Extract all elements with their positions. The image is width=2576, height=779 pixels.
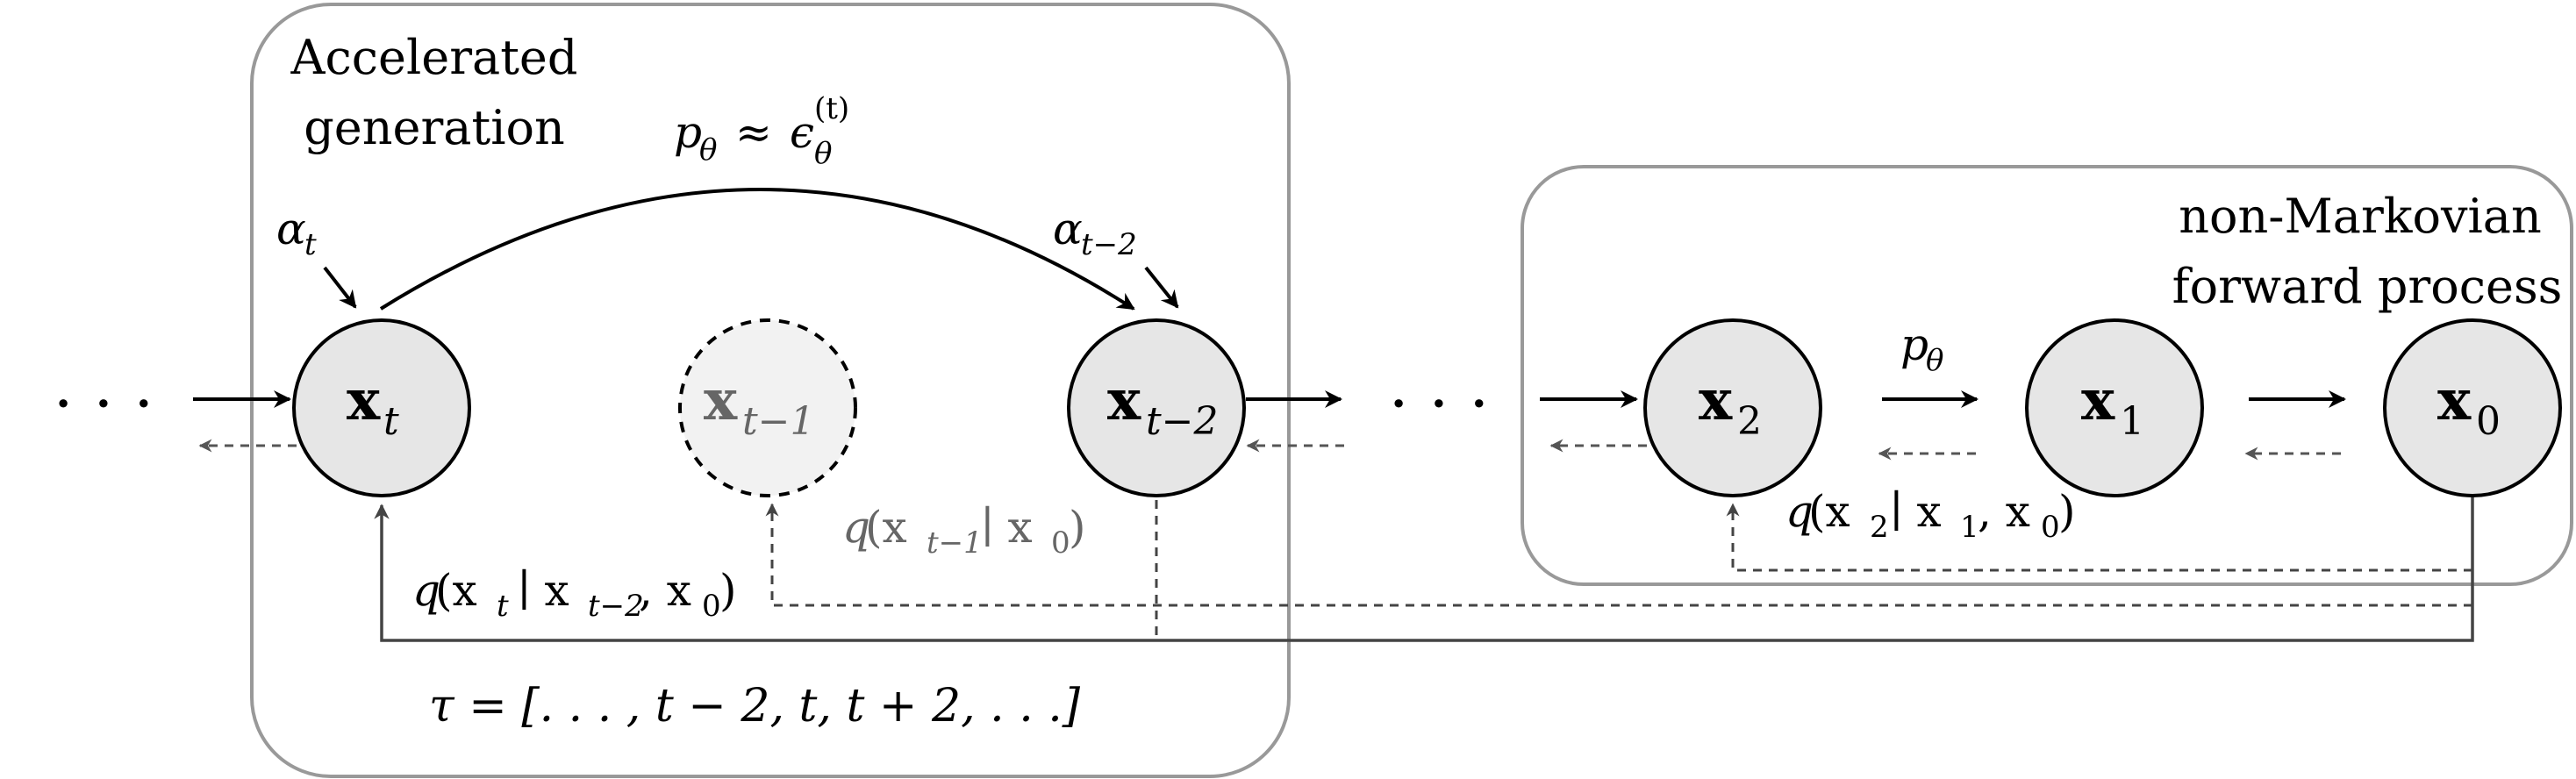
node-xt2-sub: t−2 (1146, 399, 1219, 444)
q-xt1-sub: t−1 (927, 525, 983, 561)
node-x2: x 2 (1643, 318, 1822, 497)
arrow-alpha-t (323, 266, 357, 309)
p-symbol: p (674, 107, 702, 158)
forward-process-box (1521, 165, 2573, 586)
alpha-t-base: α (276, 204, 306, 254)
label-alpha-t2: α t−2 (1053, 204, 1137, 262)
node-xt2-base: x (1107, 368, 1141, 433)
alpha-t2-base: α (1053, 204, 1083, 254)
label-q-x2: q (x 2 ∣ x 1 , x 0 ) (1785, 486, 2076, 545)
q-x2-sub-2: 2 (1870, 510, 1889, 545)
node-x1-sub: 1 (2120, 399, 2144, 444)
arrow-alpha-t2 (1144, 266, 1179, 309)
p-theta-base: p (1900, 319, 1928, 370)
q-xt-close: ) (719, 565, 737, 616)
accelerated-title-line1: Accelerated (290, 30, 578, 85)
q-x2-mid: , x (1978, 486, 2030, 537)
node-x0-sub: 0 (2476, 399, 2501, 444)
node-x1-base: x (2081, 368, 2115, 433)
alpha-t2-sub: t−2 (1081, 227, 1137, 262)
q-x2-sub-0: 0 (2041, 510, 2060, 545)
q-xt1-sub-0: 0 (1051, 525, 1070, 561)
approx-symbol: ≈ (735, 107, 772, 158)
label-alpha-t: α t (276, 204, 317, 262)
q-xt-sub-t: t (497, 589, 509, 624)
label-q-xt: q (x t ∣ x t−2 , x 0 ) (412, 565, 737, 624)
label-q-xt1: q (x t−1 ∣ x 0 ) (842, 502, 1086, 561)
connector-x0-to-xt (374, 491, 2474, 642)
q-xt-bar: ∣ x (518, 565, 569, 616)
q-xt-sub-0: 0 (702, 589, 721, 624)
epsilon-sub: θ (814, 136, 832, 171)
node-xt1: x t−1 (678, 318, 857, 497)
ellipsis-left: · · · (54, 367, 154, 440)
label-p-theta-approx-eps: p θ ≈ ϵ (t) θ (674, 91, 849, 171)
q-xt1-open: (x (865, 502, 907, 553)
epsilon-symbol: ϵ (790, 107, 814, 158)
q-xt1-q: q (842, 502, 870, 553)
accelerated-title-line2: generation (304, 100, 565, 155)
q-xt1-close: ) (1069, 502, 1086, 553)
ellipsis-middle: · · · (1389, 367, 1489, 440)
node-x0: x 0 (2383, 318, 2562, 497)
tau-schedule-label: τ = [. . . , t − 2, t, t + 2, . . .] (429, 680, 1081, 733)
forward-title-line2: forward process (2172, 259, 2563, 314)
node-x0-base: x (2437, 368, 2472, 433)
node-xt: x t (292, 318, 471, 497)
node-x2-base: x (1699, 368, 1733, 433)
p-theta-sub: θ (699, 132, 717, 168)
node-xt1-base: x (704, 368, 738, 433)
q-x2-open: (x (1808, 486, 1850, 537)
node-xt-sub: t (383, 399, 399, 444)
q-x2-bar: ∣ x (1890, 486, 1942, 537)
node-x1: x 1 (2025, 318, 2204, 497)
node-xt2: x t−2 (1067, 318, 1246, 497)
p-theta-sub-small: θ (1926, 343, 1943, 378)
q-xt1-bar: ∣ x (981, 502, 1033, 553)
q-x2-q: q (1785, 486, 1814, 537)
accelerated-generation-box (250, 3, 1291, 778)
forward-title-line1: non-Markovian (2179, 189, 2542, 244)
q-xt-open: (x (435, 565, 477, 616)
label-p-theta: p θ (1900, 319, 1943, 378)
arrow-xt-to-xt2-curve (379, 188, 1135, 311)
q-x2-sub-1: 1 (1960, 510, 1979, 545)
q-xt-sub-t2: t−2 (588, 589, 644, 624)
q-xt-q: q (412, 565, 440, 616)
alpha-t-sub: t (304, 227, 317, 262)
q-xt-mid: , x (639, 565, 691, 616)
node-x2-sub: 2 (1737, 399, 1762, 444)
epsilon-sup: (t) (814, 91, 849, 126)
node-xt-base: x (347, 368, 381, 433)
q-x2-close: ) (2058, 486, 2076, 537)
node-xt1-sub: t−1 (742, 399, 815, 444)
